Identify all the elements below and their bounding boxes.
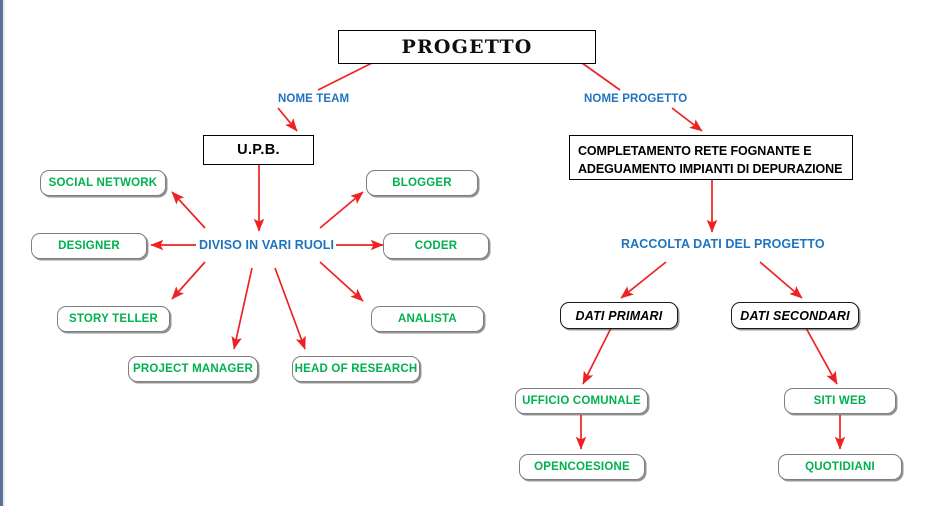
project-name-line-1: COMPLETAMENTO RETE FOGNANTE E bbox=[578, 144, 812, 158]
edge-label-nome-team: NOME TEAM bbox=[278, 93, 350, 105]
connector-hub-head-of-research bbox=[274, 267, 306, 350]
connector-progetto-nometeam bbox=[317, 62, 373, 91]
frame-left-shadow bbox=[3, 0, 5, 506]
node-role-social-network[interactable]: SOCIAL NETWORK bbox=[40, 170, 166, 196]
node-source-quotidiani[interactable]: QUOTIDIANI bbox=[778, 454, 902, 480]
node-project-name[interactable]: COMPLETAMENTO RETE FOGNANTE E ADEGUAMENT… bbox=[569, 135, 853, 180]
node-source-opencoesione[interactable]: OPENCOESIONE bbox=[519, 454, 645, 480]
node-role-analista[interactable]: ANALISTA bbox=[371, 306, 484, 332]
connector-progetto-nomeprogetto bbox=[581, 62, 621, 91]
node-team-name-upb[interactable]: U.P.B. bbox=[203, 135, 314, 165]
node-source-siti-web[interactable]: SITI WEB bbox=[784, 388, 896, 414]
connector-hub-blogger bbox=[319, 191, 364, 229]
connector-hub-project-manager bbox=[231, 267, 253, 350]
connector-nometeam-upb bbox=[277, 107, 298, 132]
node-role-project-manager[interactable]: PROJECT MANAGER bbox=[128, 356, 258, 382]
project-name-line-2: ADEGUAMENTO IMPIANTI DI DEPURAZIONE bbox=[578, 162, 843, 177]
node-dati-primari[interactable]: DATI PRIMARI bbox=[560, 302, 678, 329]
node-dati-secondari[interactable]: DATI SECONDARI bbox=[731, 302, 859, 329]
node-role-blogger[interactable]: BLOGGER bbox=[366, 170, 478, 196]
node-role-story-teller[interactable]: STORY TELLER bbox=[57, 306, 170, 332]
node-role-designer[interactable]: DESIGNER bbox=[31, 233, 147, 259]
edge-label-nome-progetto: NOME PROGETTO bbox=[584, 93, 688, 105]
connector-hub-social-network bbox=[171, 191, 206, 229]
connector-hub-story-teller bbox=[171, 261, 206, 300]
label-raccolta-dati-del-progetto: RACCOLTA DATI DEL PROGETTO bbox=[621, 237, 825, 251]
connector-secondari-sitiweb bbox=[805, 327, 838, 385]
node-source-ufficio-comunale[interactable]: UFFICIO COMUNALE bbox=[515, 388, 648, 414]
node-role-head-of-research[interactable]: HEAD OF RESEARCH bbox=[292, 356, 420, 382]
node-role-coder[interactable]: CODER bbox=[383, 233, 489, 259]
connector-raccolta-dati-secondari bbox=[759, 261, 803, 299]
connector-raccolta-dati-primari bbox=[620, 261, 667, 299]
connector-primari-ufficio bbox=[582, 327, 612, 385]
frame-left-border bbox=[0, 0, 3, 506]
node-progetto-title[interactable]: PROGETTO bbox=[338, 30, 596, 64]
connector-hub-analista bbox=[319, 261, 364, 302]
connector-nomeprogetto-projectbox bbox=[671, 107, 703, 132]
hub-label-diviso-in-vari-ruoli: DIVISO IN VARI RUOLI bbox=[199, 238, 335, 252]
